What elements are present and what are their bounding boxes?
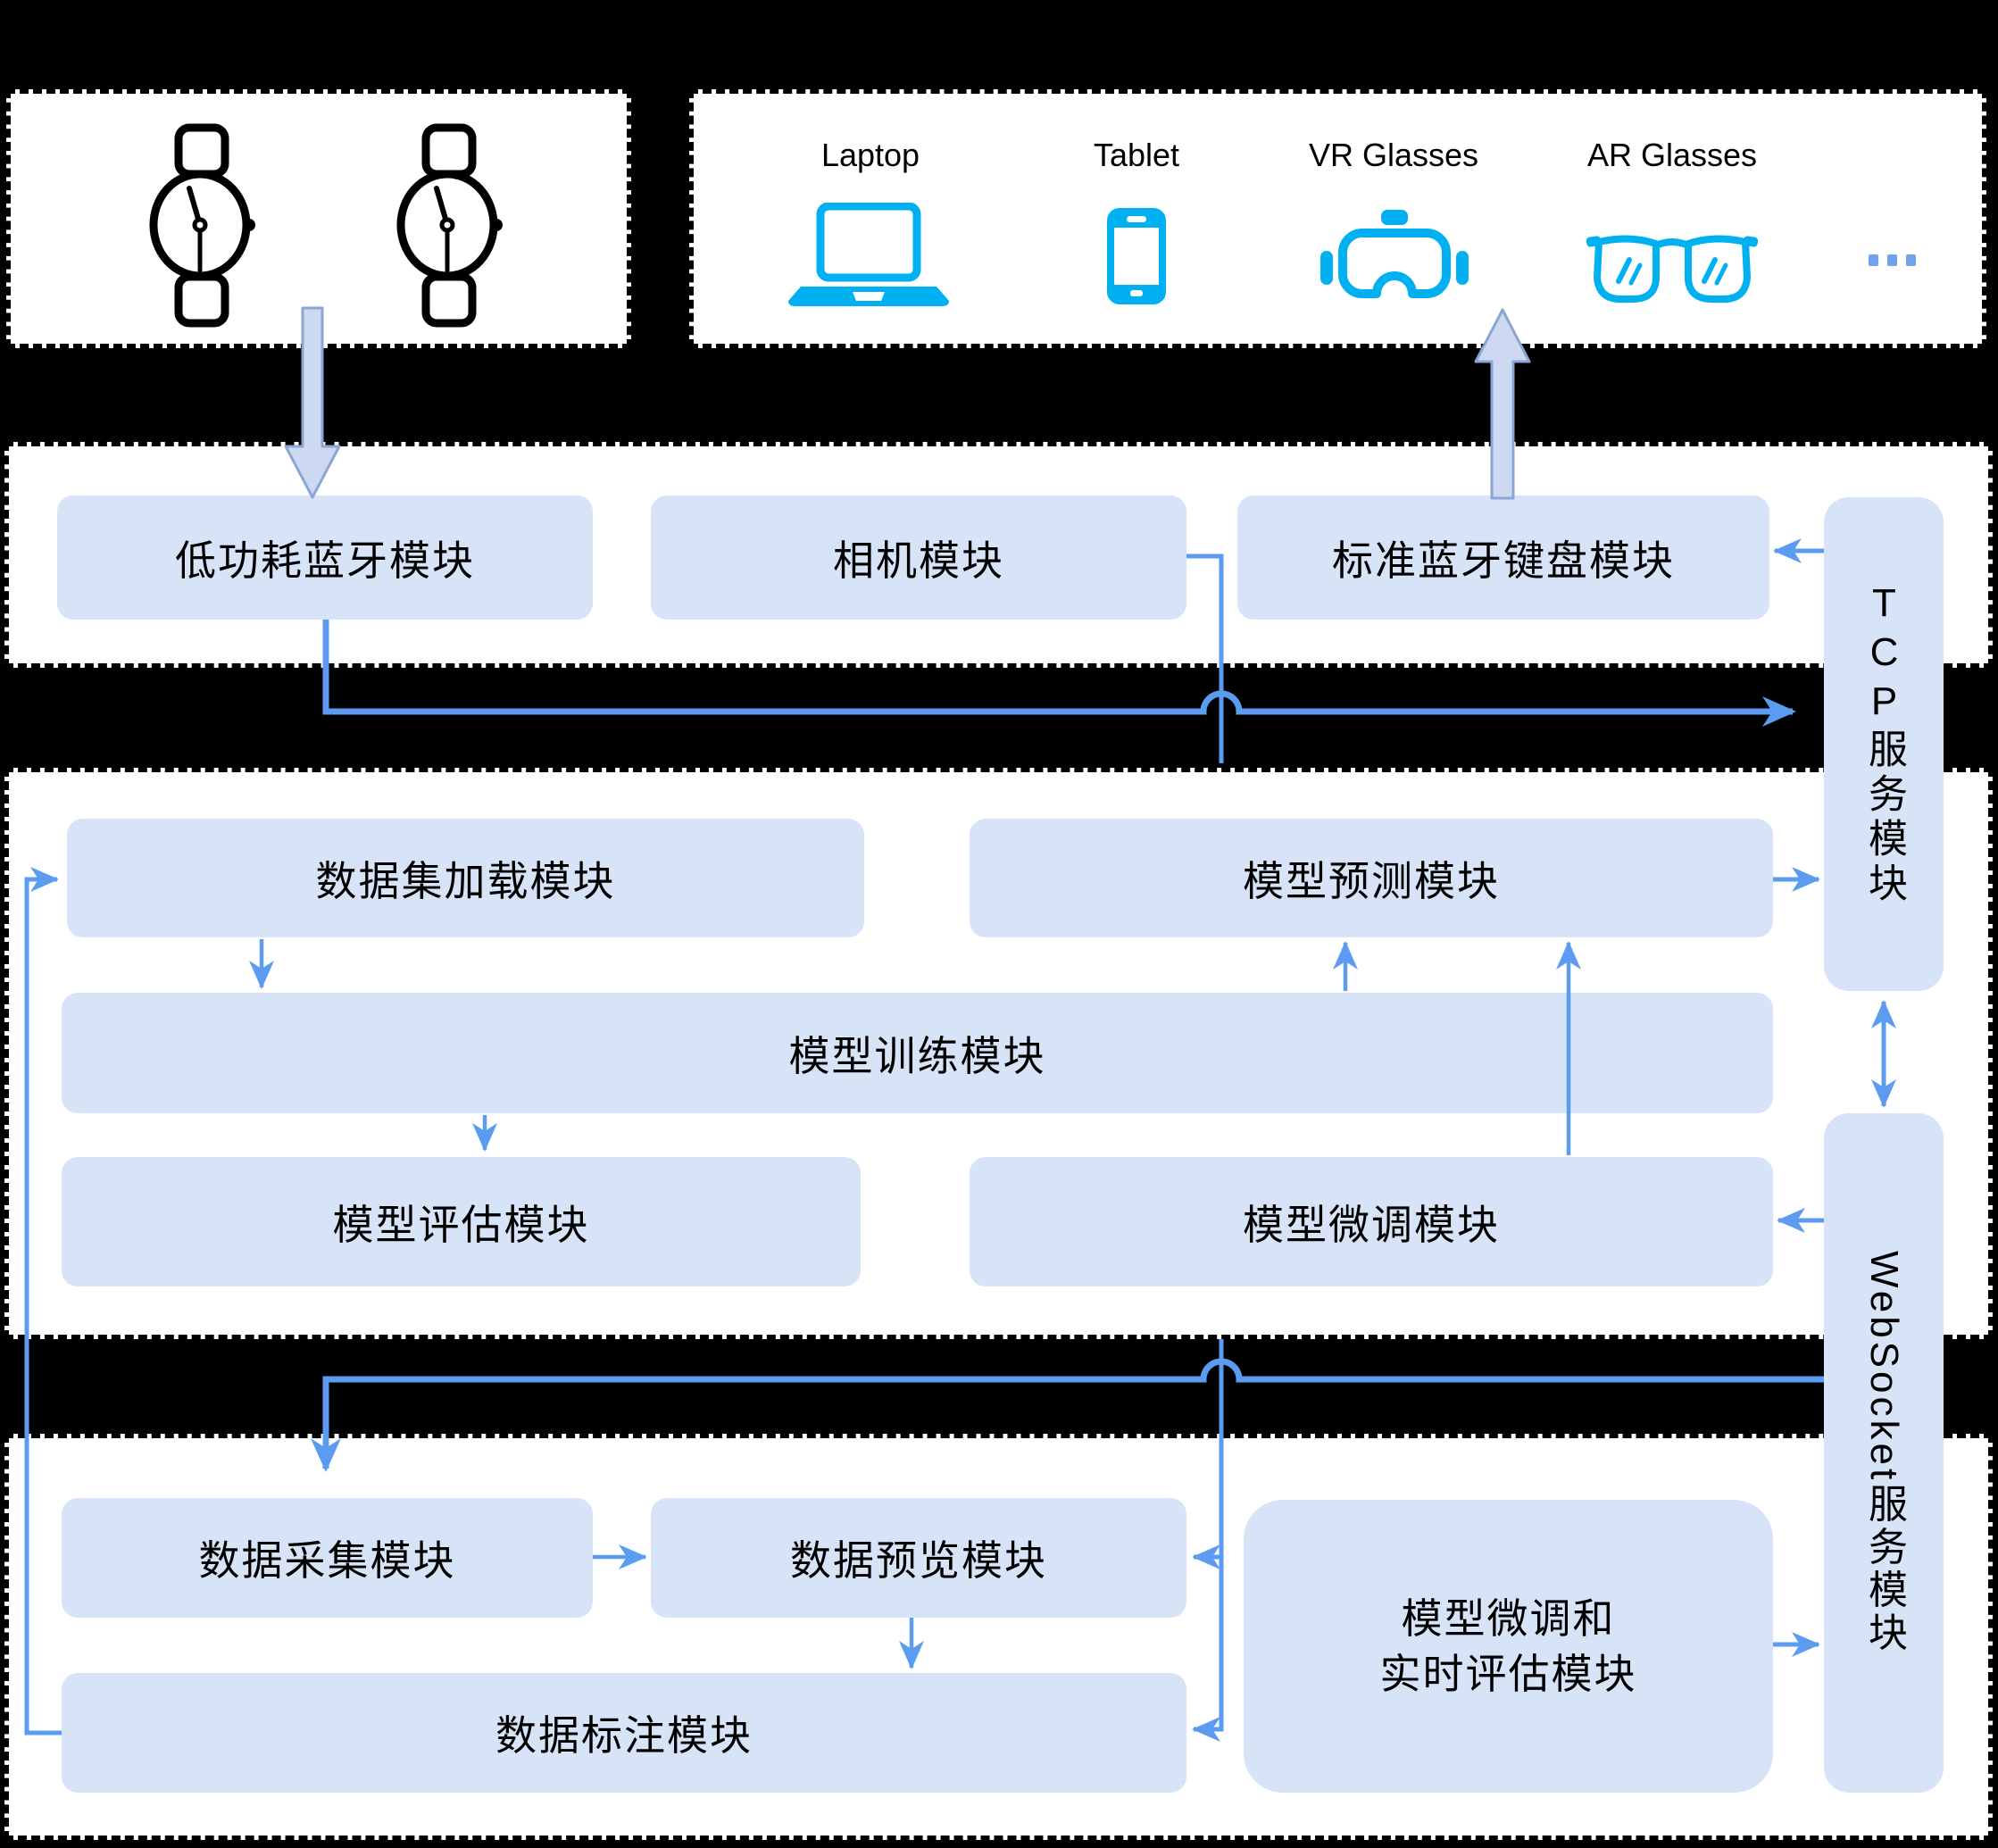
ble-module-box: 低功耗蓝牙模块 bbox=[57, 495, 593, 620]
vr-glasses-label: VR Glasses bbox=[1308, 137, 1479, 173]
data-collection-module-box: 数据采集模块 bbox=[62, 1498, 593, 1618]
model-prediction-module-box: 模型预测模块 bbox=[970, 819, 1773, 937]
keyboard-module-box: 标准蓝牙键盘模块 bbox=[1237, 495, 1769, 620]
wearables-panel bbox=[6, 89, 631, 348]
model-evaluation-module-label: 模型评估模块 bbox=[332, 1201, 590, 1248]
laptop-icon bbox=[788, 203, 949, 306]
model-training-module-label: 模型训练模块 bbox=[788, 1032, 1046, 1079]
websocket-service-module-box: WebSocket服务模块 bbox=[1824, 1113, 1944, 1793]
laptop-label: Laptop bbox=[820, 137, 920, 173]
data-annotation-module-box: 数据标注模块 bbox=[62, 1673, 1186, 1793]
smartwatch-icon bbox=[149, 123, 255, 328]
camera-module-box: 相机模块 bbox=[651, 495, 1186, 620]
tcp-service-module-label: TCP服务模块 bbox=[1862, 581, 1906, 907]
data-preview-module-box: 数据预览模块 bbox=[651, 1498, 1186, 1618]
data-collection-module-label: 数据采集模块 bbox=[198, 1537, 456, 1584]
clients-panel: Laptop Tablet VR Glasses AR Glasses bbox=[689, 89, 1986, 348]
camera-module-label: 相机模块 bbox=[833, 537, 1004, 584]
keyboard-module-label: 标准蓝牙键盘模块 bbox=[1332, 537, 1675, 584]
ble-module-label: 低功耗蓝牙模块 bbox=[175, 537, 475, 584]
model-training-module-box: 模型训练模块 bbox=[62, 993, 1773, 1113]
model-finetune-module-label: 模型微调模块 bbox=[1243, 1201, 1500, 1248]
finetune-realtime-eval-line2: 实时评估模块 bbox=[1379, 1651, 1637, 1697]
model-prediction-module-label: 模型预测模块 bbox=[1243, 857, 1500, 904]
dataset-loading-module-box: 数据集加载模块 bbox=[67, 819, 864, 937]
ellipsis-icon bbox=[1869, 254, 1916, 266]
model-evaluation-module-box: 模型评估模块 bbox=[62, 1157, 861, 1286]
data-annotation-module-label: 数据标注模块 bbox=[495, 1712, 753, 1759]
dataset-loading-module-label: 数据集加载模块 bbox=[315, 857, 616, 904]
smartwatch-icon bbox=[396, 123, 503, 328]
websocket-service-module-label: WebSocket服务模块 bbox=[1862, 1251, 1906, 1655]
tablet-icon bbox=[1107, 208, 1166, 304]
ar-glasses-label: AR Glasses bbox=[1586, 137, 1758, 173]
tablet-label: Tablet bbox=[1093, 137, 1180, 173]
ar-glasses-icon bbox=[1586, 235, 1759, 303]
finetune-realtime-eval-module-box: 模型微调和 实时评估模块 bbox=[1244, 1500, 1773, 1793]
data-preview-module-label: 数据预览模块 bbox=[790, 1537, 1047, 1584]
model-finetune-module-box: 模型微调模块 bbox=[970, 1157, 1773, 1286]
vr-glasses-icon bbox=[1320, 210, 1469, 298]
finetune-realtime-eval-line1: 模型微调和 bbox=[1401, 1594, 1616, 1642]
tcp-service-module-box: TCP服务模块 bbox=[1824, 497, 1944, 991]
